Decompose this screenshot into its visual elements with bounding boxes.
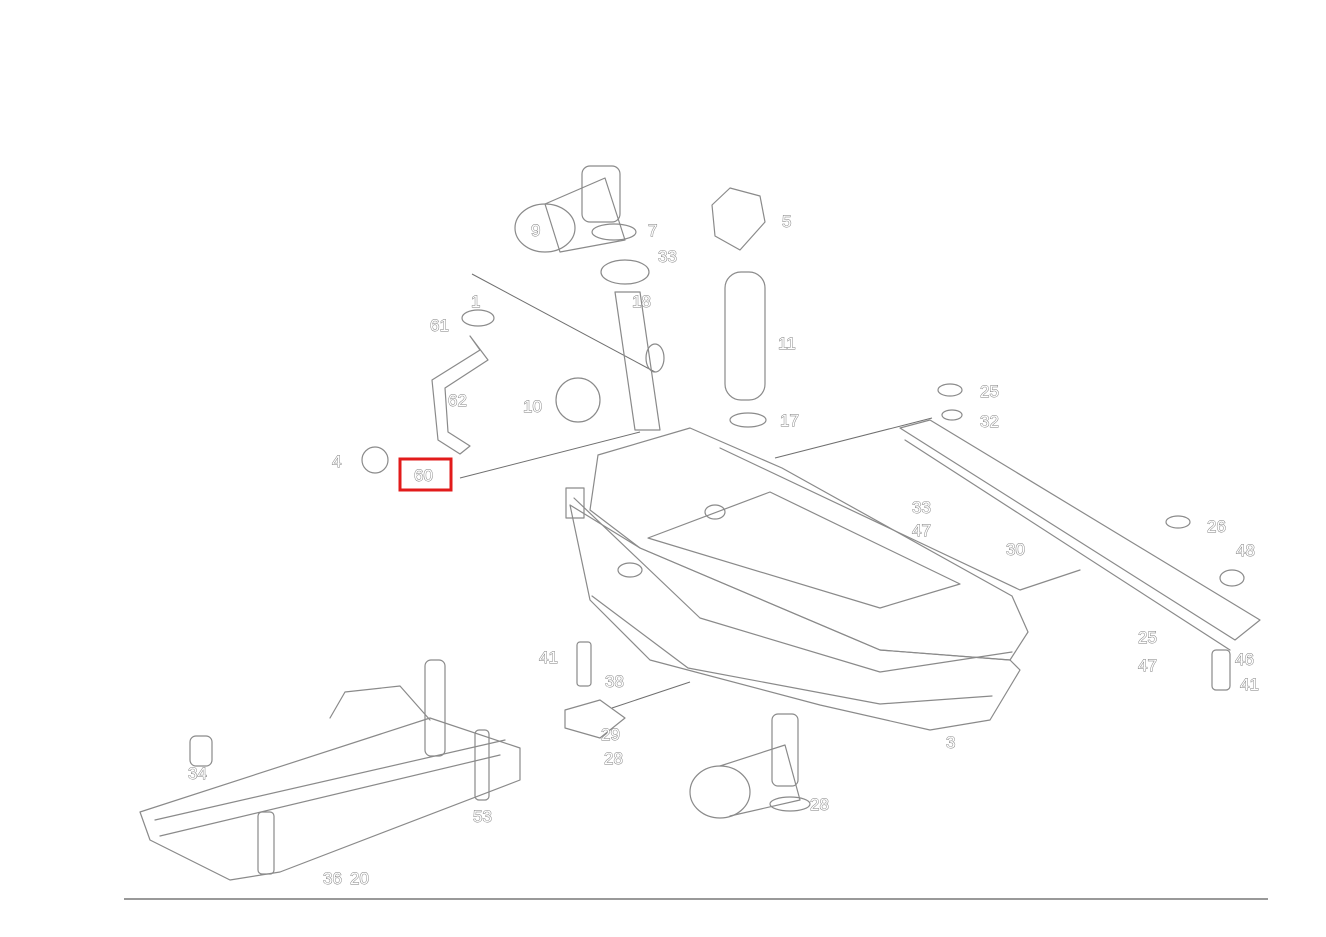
callout-34: 34 <box>188 764 207 783</box>
pump-filter-part <box>581 165 621 223</box>
bracket-plate-part <box>564 699 626 739</box>
tank-body-part <box>569 504 1021 731</box>
nut-right-part <box>1165 515 1191 529</box>
leader-lines <box>459 273 933 709</box>
cap-part <box>461 309 495 327</box>
callout-18: 18 <box>632 292 651 311</box>
shield-bolt-part <box>474 729 490 801</box>
callout-29: 29 <box>601 725 620 744</box>
sender-unit-part <box>711 187 766 251</box>
shield-clip-part <box>189 735 213 767</box>
pump-assembly <box>514 165 665 431</box>
callout-61: 61 <box>430 316 449 335</box>
callout-41-left: 41 <box>539 648 558 667</box>
leader-line-lower <box>611 681 691 709</box>
pump-body-part <box>514 203 576 253</box>
leader-line-upper <box>471 273 656 373</box>
callout-30: 30 <box>1006 540 1025 559</box>
callout-11: 11 <box>778 334 796 353</box>
highlight-box <box>398 457 453 492</box>
callout-9: 9 <box>531 221 540 240</box>
callout-7: 7 <box>648 221 657 240</box>
tank-flange-part <box>573 497 1013 673</box>
callout-41-right: 41 <box>1240 675 1259 694</box>
callout-labels: 9 5 7 33 1 61 18 11 10 25 62 17 32 4 33 … <box>188 212 1260 889</box>
callout-10: 10 <box>523 397 542 416</box>
callout-33-right: 33 <box>912 498 931 517</box>
callout-26: 26 <box>1207 517 1226 536</box>
tank-outlet-part <box>617 562 643 578</box>
heat-shield <box>139 659 521 881</box>
callout-32: 32 <box>980 412 999 431</box>
tank-bolt-part <box>704 504 726 520</box>
gasket-part <box>600 259 650 285</box>
callout-47-right: 47 <box>912 521 931 540</box>
bolt-right-part <box>1211 649 1231 691</box>
screw-washer-part <box>941 409 963 421</box>
callout-60-highlighted: 60 <box>414 466 433 485</box>
callout-33-top: 33 <box>658 247 677 266</box>
drain-detail <box>689 713 811 819</box>
leader-line-right <box>774 417 933 459</box>
grommet-part <box>361 446 389 474</box>
tank-well-part <box>647 491 961 609</box>
callout-5: 5 <box>782 212 791 231</box>
callout-25-right: 25 <box>1138 628 1157 647</box>
clamp-part <box>645 343 665 373</box>
callout-28-left: 28 <box>604 749 623 768</box>
callout-28-bottom: 28 <box>810 795 829 814</box>
front-strap-part <box>719 447 1081 591</box>
tank-top-part <box>589 427 1029 661</box>
callout-25-top: 25 <box>980 382 999 401</box>
callout-47-lower: 47 <box>1138 656 1157 675</box>
hose-ring-part <box>729 412 767 428</box>
callout-36: 36 <box>323 869 342 888</box>
drain-plug-part <box>771 713 799 787</box>
shield-post-part <box>424 659 446 757</box>
breather-pipe-part <box>431 335 489 455</box>
callout-48: 48 <box>1236 541 1255 560</box>
cover-plate-part <box>555 377 601 423</box>
bracket-bolt-part <box>576 641 592 687</box>
highlighted-callout[interactable]: 60 <box>398 457 453 492</box>
lower-bracket <box>564 641 626 739</box>
callout-4: 4 <box>332 452 341 471</box>
support-bar <box>719 383 1261 691</box>
callout-20: 20 <box>350 869 369 888</box>
shield-screw-part <box>257 811 275 875</box>
filler-neck-part <box>614 291 661 431</box>
seal-ring-part <box>591 223 637 241</box>
callout-17: 17 <box>780 411 799 430</box>
detail-circle-part <box>689 765 751 819</box>
tank-lower-edge-part <box>591 595 993 705</box>
drain-washer-part <box>769 796 811 812</box>
tank-bracket-part <box>565 487 585 519</box>
callout-46: 46 <box>1235 650 1254 669</box>
callout-53: 53 <box>473 807 492 826</box>
pump-housing-part <box>544 177 626 253</box>
washer-right-part <box>1219 569 1245 587</box>
leader-line-left <box>459 431 641 479</box>
support-strap-part <box>899 419 1261 641</box>
shield-rail-part <box>154 739 506 837</box>
callout-3: 3 <box>946 733 955 752</box>
callout-1: 1 <box>471 292 480 311</box>
callout-62: 62 <box>448 391 467 410</box>
breather-assembly <box>361 309 601 474</box>
sender-assembly <box>711 187 767 428</box>
callout-38: 38 <box>605 672 624 691</box>
shield-panel-part <box>139 717 521 881</box>
hose-part <box>724 271 766 401</box>
support-strap-lower-part <box>904 439 1231 651</box>
fuel-tank <box>565 427 1029 731</box>
detail-body-part <box>719 744 801 817</box>
screw-top-part <box>937 383 963 397</box>
shield-upper-part <box>329 685 431 721</box>
